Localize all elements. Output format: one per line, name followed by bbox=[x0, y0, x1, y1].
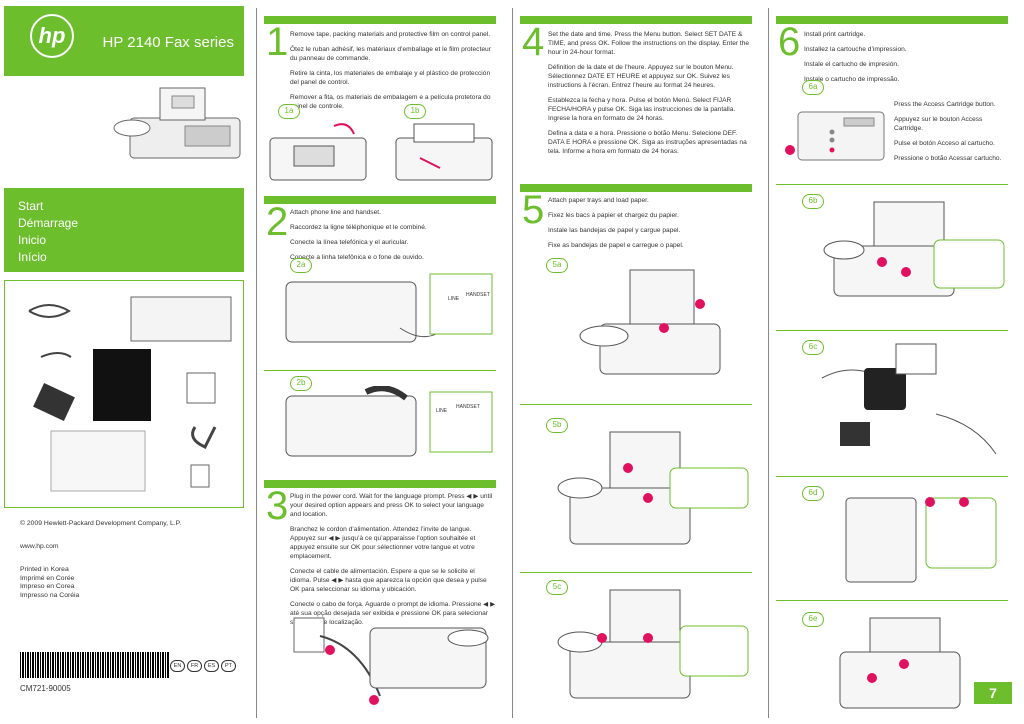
step6-number: 6 bbox=[778, 20, 801, 64]
part-number: CM721-90005 bbox=[20, 684, 71, 693]
step5-separator bbox=[520, 572, 752, 573]
lang-fr-badge: FR bbox=[187, 660, 202, 672]
step3-number: 3 bbox=[266, 484, 289, 528]
step2-number: 2 bbox=[266, 200, 289, 244]
step4-bar bbox=[520, 16, 752, 24]
step5-bar bbox=[520, 184, 752, 192]
hp-logo: hp bbox=[30, 14, 74, 58]
line-port-label: LINE bbox=[436, 408, 448, 414]
column-divider bbox=[768, 8, 769, 718]
step6c-badge: 6c bbox=[802, 340, 824, 355]
step4-text: Set the date and time. Press the Menu bu… bbox=[548, 31, 750, 155]
start-en: Start bbox=[18, 199, 44, 213]
start-banner: Start Démarrage Inicio Início bbox=[4, 188, 244, 272]
step5b-illustration bbox=[550, 428, 750, 578]
step1-text: Remove tape, packing materials and prote… bbox=[290, 31, 491, 110]
step6-separator bbox=[776, 330, 1008, 331]
step6d-badge: 6d bbox=[802, 486, 824, 501]
step5a-illustration bbox=[560, 264, 730, 392]
line-port-label: LINE bbox=[448, 296, 460, 302]
step6b-illustration bbox=[814, 196, 1008, 302]
step5a-badge: 5a bbox=[546, 258, 568, 273]
step6e-badge: 6e bbox=[802, 612, 824, 627]
lang-es-badge: ES bbox=[204, 660, 219, 672]
step3-bar bbox=[264, 480, 496, 488]
step1b-badge: 1b bbox=[404, 104, 426, 119]
start-pt: Início bbox=[18, 250, 47, 264]
step6-bar bbox=[776, 16, 1008, 24]
step6d-illustration bbox=[826, 484, 1006, 588]
product-photo bbox=[110, 78, 244, 168]
step6-separator bbox=[776, 184, 1008, 185]
step2a-badge: 2a bbox=[290, 258, 312, 273]
cover-column: hp HP 2140 Fax series Start Démarrage In… bbox=[0, 0, 248, 724]
step6a-illustration bbox=[784, 108, 888, 164]
step4-number: 4 bbox=[522, 20, 545, 64]
step6a-badge: 6a bbox=[802, 80, 824, 95]
step3-illustration bbox=[280, 612, 496, 716]
step6-separator bbox=[776, 600, 1008, 601]
step1a-illustration bbox=[264, 118, 374, 190]
box-contents bbox=[4, 280, 244, 508]
step1a-badge: 1a bbox=[278, 104, 300, 119]
handset-port-label: HANDSET bbox=[466, 292, 490, 298]
language-badges: EN FR ES PT bbox=[170, 660, 236, 672]
step6-separator bbox=[776, 476, 1008, 477]
column-divider bbox=[512, 8, 513, 718]
printed-in: Printed in Korea Imprimé en Corée Impres… bbox=[20, 566, 80, 599]
step5-number: 5 bbox=[522, 188, 545, 232]
step6c-illustration bbox=[820, 338, 1000, 456]
step5-separator bbox=[520, 404, 752, 405]
step2-bar bbox=[264, 196, 496, 204]
barcode bbox=[20, 652, 170, 678]
access-cartridge-text: Press the Access Cartridge button. Appuy… bbox=[894, 101, 1002, 162]
step2b-badge: 2b bbox=[290, 376, 312, 391]
step5c-badge: 5c bbox=[546, 580, 568, 595]
step2-separator bbox=[264, 370, 496, 371]
column-divider bbox=[256, 8, 257, 718]
start-fr: Démarrage bbox=[18, 216, 79, 230]
product-title: HP 2140 Fax series bbox=[102, 34, 234, 51]
step6b-badge: 6b bbox=[802, 194, 824, 209]
step1-bar bbox=[264, 16, 496, 24]
title-banner: hp HP 2140 Fax series bbox=[4, 6, 244, 76]
step5b-badge: 5b bbox=[546, 418, 568, 433]
start-es: Inicio bbox=[18, 233, 47, 247]
hp-url: www.hp.com bbox=[20, 543, 59, 550]
step3-text: Plug in the power cord. Wait for the lan… bbox=[290, 493, 496, 626]
handset-port-label: HANDSET bbox=[456, 404, 480, 410]
step1b-illustration bbox=[390, 118, 500, 190]
step1-number: 1 bbox=[266, 20, 289, 64]
lang-pt-badge: PT bbox=[221, 660, 236, 672]
step2a-illustration: LINE HANDSET bbox=[270, 272, 496, 364]
copyright: © 2009 Hewlett-Packard Development Compa… bbox=[20, 520, 182, 527]
step6e-illustration bbox=[830, 612, 970, 712]
step2b-illustration: LINE HANDSET bbox=[270, 385, 496, 478]
step5-text: Attach paper trays and load paper. Fixez… bbox=[548, 197, 684, 249]
page-number-tab: 7 bbox=[974, 682, 1012, 704]
step5c-illustration bbox=[550, 586, 750, 716]
step6-text: Install print cartridge. Installez la ca… bbox=[804, 31, 907, 83]
step2-text: Attach phone line and handset. Raccordez… bbox=[290, 209, 427, 261]
lang-en-badge: EN bbox=[170, 660, 185, 672]
